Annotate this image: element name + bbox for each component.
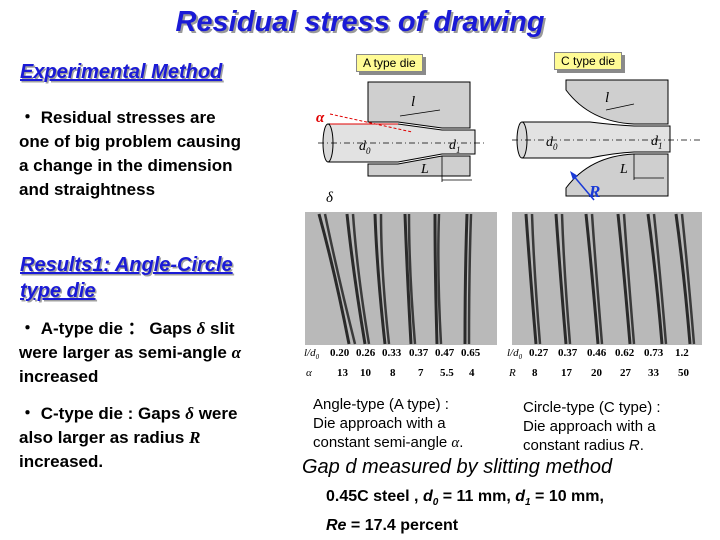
results-heading-line1: Results1: Angle-Circle bbox=[20, 254, 233, 276]
experimental-text: ・ Residual stresses are one of big probl… bbox=[19, 106, 294, 202]
a-type-caption: Angle-type (A type) : Die approach with … bbox=[313, 395, 513, 453]
a-cell: 4 bbox=[469, 367, 475, 379]
a-line3: increased bbox=[19, 367, 99, 386]
results-heading: Results1: Angle-Circle type die bbox=[20, 252, 233, 304]
a-cell: 8 bbox=[390, 367, 396, 379]
c-line1-pre: ・ C-type die : Gaps bbox=[19, 404, 186, 423]
c-cell: 0.73 bbox=[644, 347, 664, 359]
re-symbol: Re bbox=[326, 517, 347, 535]
c-d0-label: d0 bbox=[546, 135, 558, 152]
c-d1-label: d1 bbox=[651, 134, 663, 151]
c-row1-head: l/d0 bbox=[507, 347, 523, 362]
a-cell: 13 bbox=[337, 367, 348, 379]
c-cell: 0.37 bbox=[558, 347, 578, 359]
a-type-table: l/d0 0.20 0.26 0.33 0.37 0.47 0.65 α 13 … bbox=[304, 347, 504, 387]
a-row1-head: l/d0 bbox=[304, 347, 320, 362]
a-type-die-label: A type die bbox=[356, 54, 423, 72]
c-caption-line1: Circle-type (C type) : bbox=[523, 399, 661, 416]
c-cell: 27 bbox=[620, 367, 631, 379]
c-type-table: l/d0 0.27 0.37 0.46 0.62 0.73 1.2 R 8 17… bbox=[507, 347, 707, 387]
c-l-label: l bbox=[605, 90, 610, 106]
alpha-symbol: α bbox=[451, 435, 460, 451]
c-caption-line3: constant radius bbox=[523, 437, 629, 454]
c-cell: 1.2 bbox=[675, 347, 689, 359]
a-cell: 0.26 bbox=[356, 347, 376, 359]
c-cell: 50 bbox=[678, 367, 689, 379]
bullet: ・ bbox=[19, 108, 36, 127]
c-type-die-label: C type die bbox=[554, 52, 623, 70]
a-cell: 10 bbox=[360, 367, 371, 379]
test-conditions: 0.45C steel , d0 = 11 mm, d1 = 10 mm, Re… bbox=[326, 488, 604, 535]
d0-label: d0 bbox=[359, 139, 371, 156]
results-heading-line2: type die bbox=[20, 280, 96, 302]
r-symbol: R bbox=[189, 428, 201, 447]
a-cell: 0.65 bbox=[461, 347, 481, 359]
d1-label: d1 bbox=[449, 138, 461, 155]
a-type-slit-photo bbox=[305, 212, 497, 345]
delta-symbol: δ bbox=[185, 404, 194, 423]
a-cell: 7 bbox=[418, 367, 424, 379]
delta-label: δ bbox=[326, 190, 333, 206]
c-line3: increased. bbox=[19, 452, 104, 471]
big-l-label: L bbox=[421, 162, 429, 177]
a-cell: 0.20 bbox=[330, 347, 350, 359]
a-caption-line2: Die approach with a bbox=[313, 415, 446, 432]
a-type-die-diagram bbox=[318, 81, 485, 182]
c-line2-pre: also larger as radius bbox=[19, 428, 190, 447]
gap-measurement-title: Gap d measured by slitting method bbox=[302, 456, 613, 478]
c-line1-post: were bbox=[193, 404, 238, 423]
a-caption-line1: Angle-type (A type) : bbox=[313, 396, 449, 413]
c-cell: 17 bbox=[561, 367, 572, 379]
a-cell: 0.47 bbox=[435, 347, 455, 359]
a-line1-post: slit bbox=[205, 319, 235, 338]
c-r-label: R bbox=[589, 182, 601, 201]
c-cell: 33 bbox=[648, 367, 659, 379]
c-cell: 0.27 bbox=[529, 347, 549, 359]
a-cell: 0.33 bbox=[382, 347, 402, 359]
exp-line-2: one of big problem causing bbox=[19, 132, 241, 151]
a-cell: 0.37 bbox=[409, 347, 429, 359]
page-title: Residual stress of drawing bbox=[175, 6, 545, 38]
d0-symbol: d0 bbox=[422, 488, 439, 509]
c-cell: 0.62 bbox=[615, 347, 635, 359]
d1-symbol: d1 bbox=[515, 488, 531, 509]
c-type-bullet: ・ C-type die : Gaps δ were also larger a… bbox=[19, 402, 281, 474]
a-row2-head: α bbox=[306, 367, 312, 379]
experimental-method-heading: Experimental Method bbox=[20, 61, 223, 83]
c-cell: 20 bbox=[591, 367, 602, 379]
a-caption-line3: constant semi-angle bbox=[313, 434, 452, 451]
c-caption-line2: Die approach with a bbox=[523, 418, 656, 435]
exp-line-3: a change in the dimension bbox=[19, 156, 233, 175]
exp-line-4: and straightness bbox=[19, 180, 156, 199]
c-big-l-label: L bbox=[620, 162, 628, 177]
c-cell: 8 bbox=[532, 367, 538, 379]
exp-line-1: Residual stresses are bbox=[40, 108, 216, 127]
a-type-bullet: ・ A-type die ： Gaps δ slit were larger a… bbox=[19, 317, 281, 389]
a-line2-pre: were larger as semi-angle bbox=[19, 343, 232, 362]
a-line1-pre: ・ A-type die ： Gaps bbox=[19, 319, 197, 338]
c-type-slit-photo bbox=[512, 212, 702, 345]
delta-symbol: δ bbox=[196, 319, 206, 338]
c-row2-head: R bbox=[509, 367, 516, 379]
c-type-caption: Circle-type (C type) : Die approach with… bbox=[523, 398, 713, 455]
r-symbol: R bbox=[628, 437, 640, 454]
c-type-die-diagram bbox=[512, 79, 702, 201]
a-cell: 5.5 bbox=[440, 367, 454, 379]
l-label: l bbox=[411, 94, 416, 110]
alpha-label: α bbox=[316, 110, 325, 126]
alpha-symbol: α bbox=[231, 343, 242, 362]
c-cell: 0.46 bbox=[587, 347, 607, 359]
